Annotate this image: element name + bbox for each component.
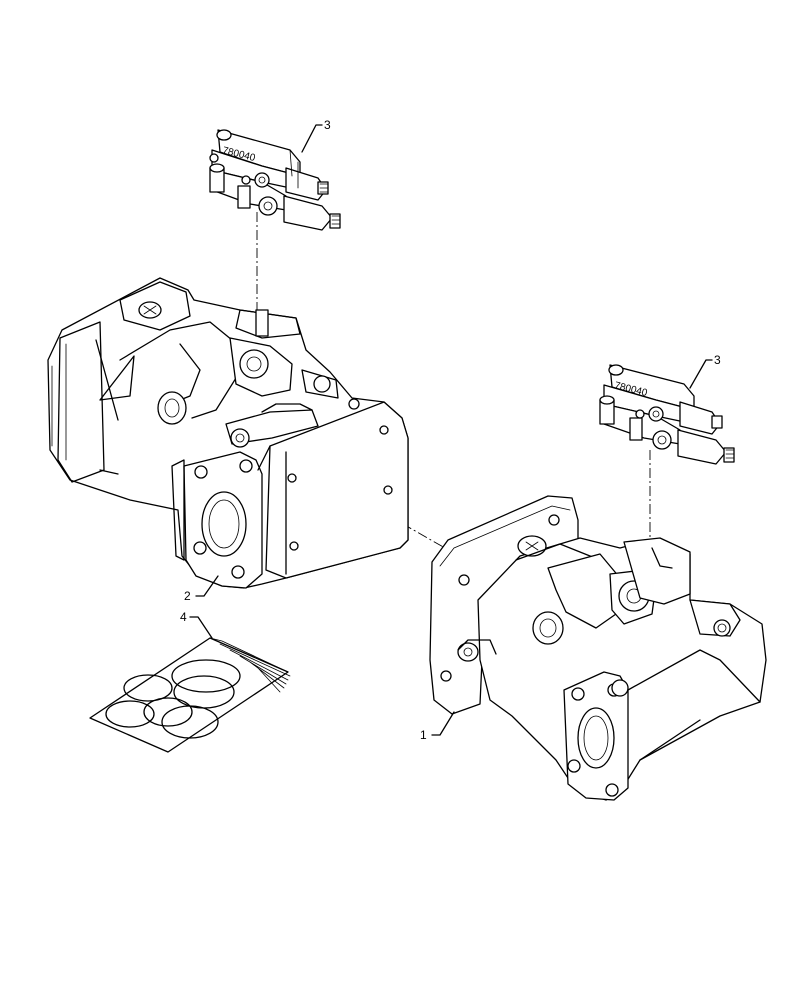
control-valve-lower: 780040 — [599, 364, 735, 465]
seal-kit-bag — [89, 637, 291, 753]
o-ring-small-d — [161, 705, 219, 739]
callout-3-lower: 3 — [714, 353, 721, 367]
leader-seal-kit — [189, 616, 213, 639]
leader-valve-upper — [301, 124, 323, 153]
callout-3-upper: 3 — [324, 118, 331, 132]
control-valve-upper: 780040 — [209, 129, 341, 231]
o-ring-large — [171, 659, 241, 693]
callout-2: 2 — [184, 589, 191, 603]
leader-valve-lower — [689, 359, 713, 389]
hydraulic-pump-rear — [47, 277, 409, 589]
callout-1: 1 — [420, 728, 427, 742]
leader-pump-rear — [195, 575, 219, 597]
o-ring-small-b — [105, 700, 155, 728]
o-ring-small-a — [123, 674, 173, 702]
hydraulic-pump-front — [429, 495, 767, 801]
callout-4: 4 — [180, 610, 187, 624]
o-ring-small-c — [143, 697, 193, 727]
leader-pump-front — [431, 711, 455, 736]
